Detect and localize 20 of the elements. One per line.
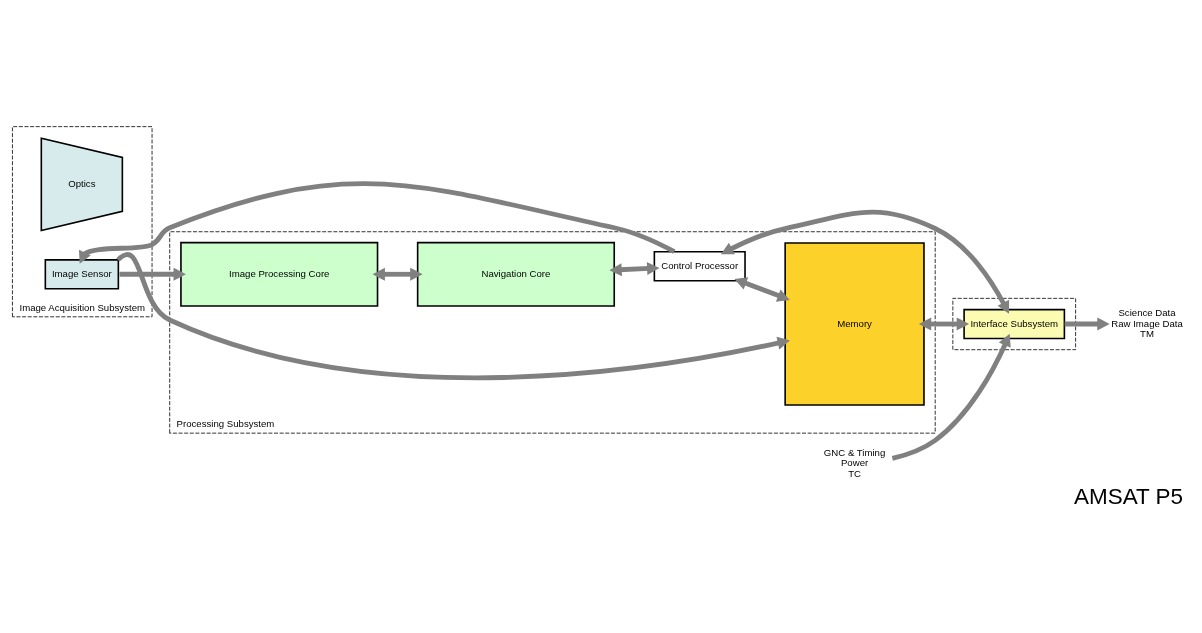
node-box: Optics xyxy=(40,136,124,232)
node-box: Interface Subsystem xyxy=(963,308,1066,339)
arrow xyxy=(734,276,790,302)
node-box: Memory xyxy=(784,241,925,406)
node-text: GNC & Timing Power TC xyxy=(823,446,886,479)
arrow xyxy=(918,317,970,331)
node-box: Control Processor xyxy=(653,250,746,281)
node-box: Image Processing Core xyxy=(180,241,379,307)
arrow xyxy=(119,267,186,281)
diagram-title: AMSAT P5 xyxy=(1074,483,1184,509)
arrow xyxy=(720,209,1010,314)
arrow xyxy=(116,252,790,380)
arrow xyxy=(891,333,1011,461)
node-text: Science Data Raw Image Data TM xyxy=(1111,306,1183,339)
arrow xyxy=(1064,317,1110,331)
arrow xyxy=(79,180,676,264)
arrow xyxy=(372,267,423,281)
arrow xyxy=(609,261,660,276)
node-box: Image Sensor xyxy=(44,258,120,290)
node-box: Navigation Core xyxy=(416,241,616,307)
